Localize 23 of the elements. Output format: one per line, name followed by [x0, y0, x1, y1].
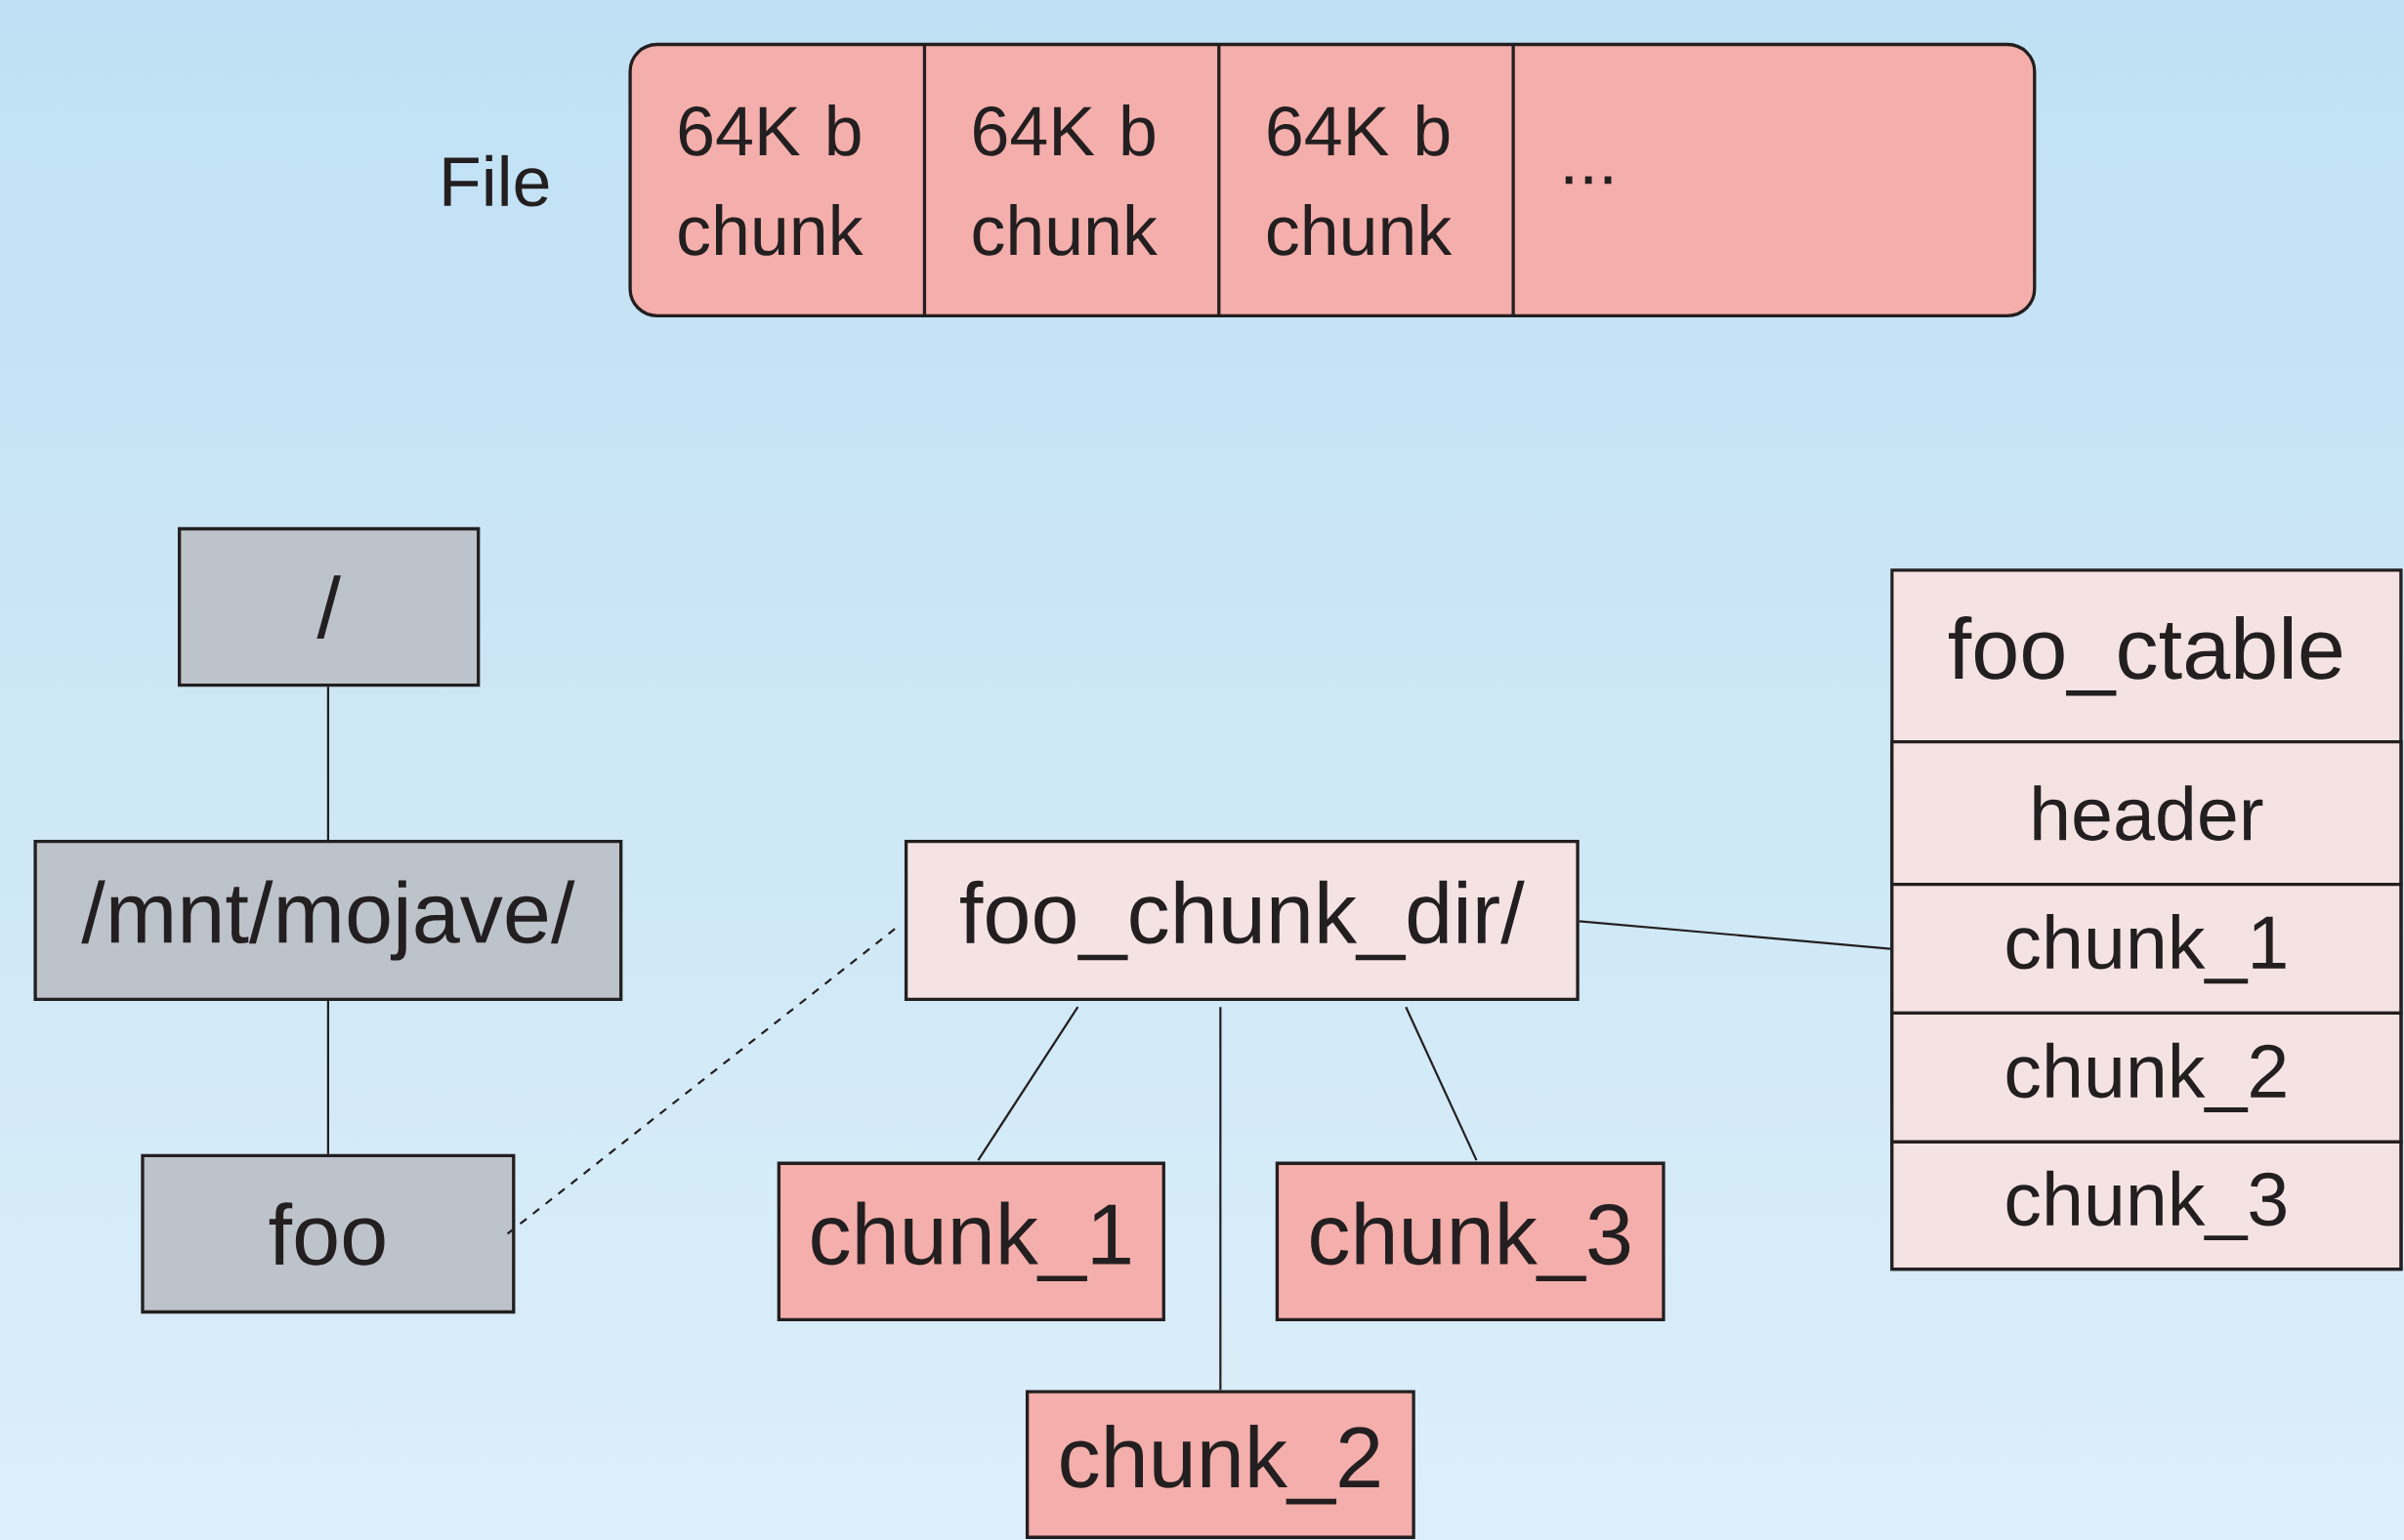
directory-box: / [178, 526, 481, 687]
ellipsis-cell: ... [1565, 176, 1612, 185]
chunk-box: chunk_1 [777, 1161, 1165, 1321]
table-row: chunk_3 [1890, 1140, 2403, 1271]
chunk-box: chunk_2 [1025, 1390, 1415, 1539]
connector-line [1219, 1007, 1222, 1391]
connector-line [1405, 1006, 1478, 1161]
dashed-line [506, 926, 898, 1235]
connector-line [1579, 920, 1891, 950]
strip-label: File [443, 154, 549, 207]
table-row: chunk_1 [1890, 882, 2403, 1015]
connector-line [977, 1006, 1079, 1161]
directory-box: foo_chunk_dir/ [904, 839, 1580, 1001]
chunk-box: chunk_3 [1275, 1161, 1666, 1321]
chunk-cell: 64K b chunk [679, 104, 864, 256]
table-row: chunk_2 [1890, 1011, 2403, 1144]
connector-line [326, 1000, 329, 1154]
table-row: header [1890, 739, 2403, 887]
chunk-cell: 64K b chunk [973, 104, 1158, 256]
file-box: foo [141, 1153, 516, 1313]
chunk-cell: 64K b chunk [1267, 104, 1453, 256]
directory-box: /mnt/mojave/ [33, 839, 623, 1001]
connector-line [326, 686, 329, 840]
